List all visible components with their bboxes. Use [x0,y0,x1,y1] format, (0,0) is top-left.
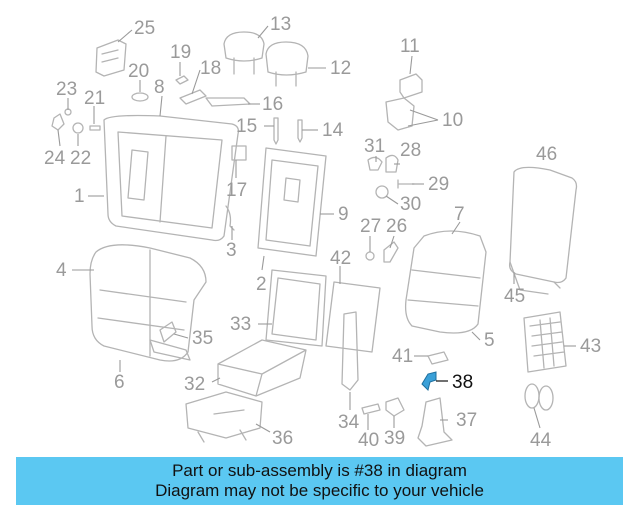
callout-16[interactable]: 16 [262,94,283,115]
part-34-strip [341,311,359,391]
callout-11[interactable]: 11 [400,36,420,57]
callout-20[interactable]: 20 [128,61,149,82]
callout-18[interactable]: 18 [200,58,221,79]
callout-14[interactable]: 14 [322,120,344,141]
callout-10[interactable]: 10 [442,110,463,131]
part-37-bracket [417,397,453,447]
callout-1[interactable]: 1 [74,186,85,207]
part-27-nut [365,251,375,261]
seat-parts-exploded-diagram: 25 13 19 18 20 12 11 8 23 21 16 15 14 10… [44,14,601,451]
part-25-drawing [95,39,127,77]
part-43-panel [523,311,567,373]
part-info-banner: Part or sub-assembly is #38 in diagram D… [16,457,623,505]
part-8-seatback-panel [117,131,223,229]
callout-12[interactable]: 12 [330,58,351,79]
part-19-clip [175,75,189,85]
part-13-headrest [223,31,265,75]
part-17-plate [231,145,247,161]
part-42-panel [325,281,381,353]
part-20-cap [131,92,149,102]
callout-36[interactable]: 36 [272,428,293,449]
part-11-latch [399,73,423,99]
banner-disclaimer-line: Diagram may not be specific to your vehi… [155,481,484,500]
callout-19[interactable]: 19 [170,42,191,63]
callout-34[interactable]: 34 [338,412,360,433]
part-44a-disc [524,383,540,409]
callout-21[interactable]: 21 [84,88,105,109]
callout-25[interactable]: 25 [134,18,155,39]
part-40-cap [361,403,381,415]
part-44b-disc [538,385,554,411]
part-14-pin [297,119,303,143]
part-35-clip [159,321,177,343]
part-drawings [51,31,578,447]
part-24-bracket [51,113,65,131]
part-41-cap [427,351,449,365]
callout-35[interactable]: 35 [192,328,213,349]
callout-39[interactable]: 39 [384,428,405,449]
callout-23[interactable]: 23 [56,79,77,100]
part-28-clip [385,154,399,173]
part-36-seat-frame [185,391,263,443]
callout-9[interactable]: 9 [338,204,349,225]
part-16-trim [205,97,251,107]
callout-8[interactable]: 8 [154,77,165,98]
callout-41[interactable]: 41 [392,346,413,367]
callout-13[interactable]: 13 [270,14,291,35]
part-45-wire [509,261,561,295]
callout-29[interactable]: 29 [428,174,449,195]
callout-6[interactable]: 6 [114,372,125,393]
part-32-pad [217,339,307,397]
part-1-seatback-frame [103,114,240,242]
part-21-bolt [89,125,101,131]
callout-28[interactable]: 28 [400,140,421,161]
callout-38-highlighted[interactable]: 38 [452,372,473,393]
part-6-cushion-trim [149,339,191,361]
callout-27[interactable]: 27 [360,216,381,237]
part-46-back-cushion [508,166,578,284]
callout-43[interactable]: 43 [580,336,601,357]
leader-lines [57,25,576,433]
part-15-pin [273,117,279,145]
part-12-headrest [265,41,309,87]
callout-26[interactable]: 26 [386,216,407,237]
callout-45[interactable]: 45 [504,286,525,307]
callout-4[interactable]: 4 [56,260,67,281]
callout-15[interactable]: 15 [236,116,257,137]
callout-labels: 25 13 19 18 20 12 11 8 23 21 16 15 14 10… [44,14,601,451]
part-22-nut [72,122,84,134]
callout-32[interactable]: 32 [184,374,205,395]
banner-part-line: Part or sub-assembly is #38 in diagram [172,461,467,480]
callout-5[interactable]: 5 [484,330,495,351]
part-10-latch-bracket [385,97,415,131]
callout-22[interactable]: 22 [70,148,91,169]
part-29-bolt [397,179,415,189]
part-7-side-cushion [404,230,487,334]
callout-44[interactable]: 44 [530,430,552,451]
part-3-hinge [225,205,235,231]
callout-2[interactable]: 2 [256,274,267,295]
callout-37[interactable]: 37 [456,410,477,431]
part-26-bracket [383,241,399,263]
part-38-highlighted [421,371,437,391]
callout-46[interactable]: 46 [536,144,557,165]
callout-40[interactable]: 40 [358,430,379,451]
callout-31[interactable]: 31 [364,136,385,157]
part-9-back-frame [257,147,327,257]
callout-42[interactable]: 42 [330,248,351,269]
callout-30[interactable]: 30 [400,194,421,215]
part-31-clip [367,156,383,171]
part-30-washer [375,185,389,199]
callout-24[interactable]: 24 [44,148,66,169]
part-4-seat-cushion [89,244,207,362]
part-39-clip [385,397,405,417]
callout-17[interactable]: 17 [226,180,247,201]
callout-3[interactable]: 3 [226,240,237,261]
callout-33[interactable]: 33 [230,314,251,335]
callout-7[interactable]: 7 [454,204,465,225]
part-18-guide [179,89,207,105]
part-33-frame [265,269,327,347]
